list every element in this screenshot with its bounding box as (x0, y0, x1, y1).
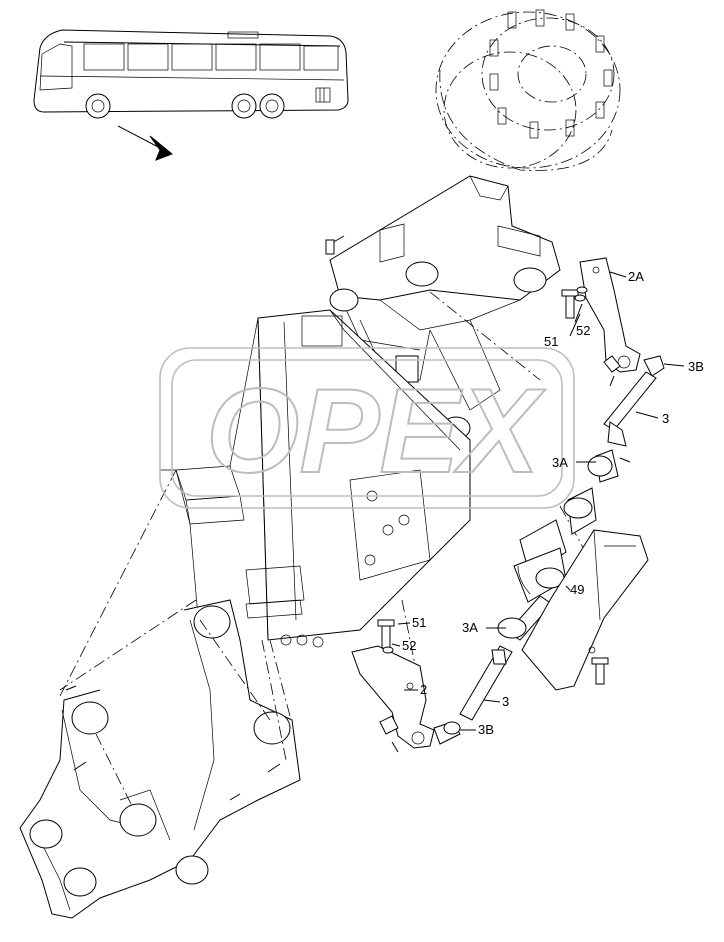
watermark-text: OPEX (206, 364, 546, 498)
callout-2A: 2A (628, 269, 644, 284)
lever-2A (579, 257, 641, 373)
callout-51-bottom: 51 (412, 615, 426, 630)
callout-3B-bottom: 3B (478, 722, 494, 737)
bolt-51-bottom (377, 619, 395, 649)
callout-49: 49 (570, 582, 584, 597)
shield-49 (521, 529, 649, 691)
wheel-hub-reference (435, 9, 621, 171)
lower-axle-carrier (19, 599, 301, 919)
main-subframe (160, 309, 471, 653)
tie-rod-3-top (563, 355, 665, 535)
callout-52-top: 52 (576, 323, 590, 338)
callout-3-top: 3 (662, 411, 669, 426)
washer-52-top (574, 286, 588, 302)
callout-52-bottom: 52 (402, 638, 416, 653)
callout-51-top: 51 (544, 334, 558, 349)
direction-arrow-icon (117, 125, 173, 161)
washer-52-bottom (382, 646, 394, 654)
callout-labels: 2A 52 51 3B 3 3A 49 51 52 3A 2 3 3B (402, 269, 704, 737)
watermark-logo: OPEX (159, 347, 575, 509)
callout-3A-bottom: 3A (462, 620, 478, 635)
bolt-51-top (561, 289, 579, 319)
callout-3A-top: 3A (552, 455, 568, 470)
callout-2: 2 (420, 682, 427, 697)
tie-rod-end-3B (379, 715, 461, 753)
callout-3B-top: 3B (688, 359, 704, 374)
leader-lines (391, 271, 685, 731)
lever-2 (351, 645, 435, 749)
callout-3-bottom: 3 (502, 694, 509, 709)
coach-bus-icon (33, 29, 349, 119)
damper-body (459, 519, 567, 721)
